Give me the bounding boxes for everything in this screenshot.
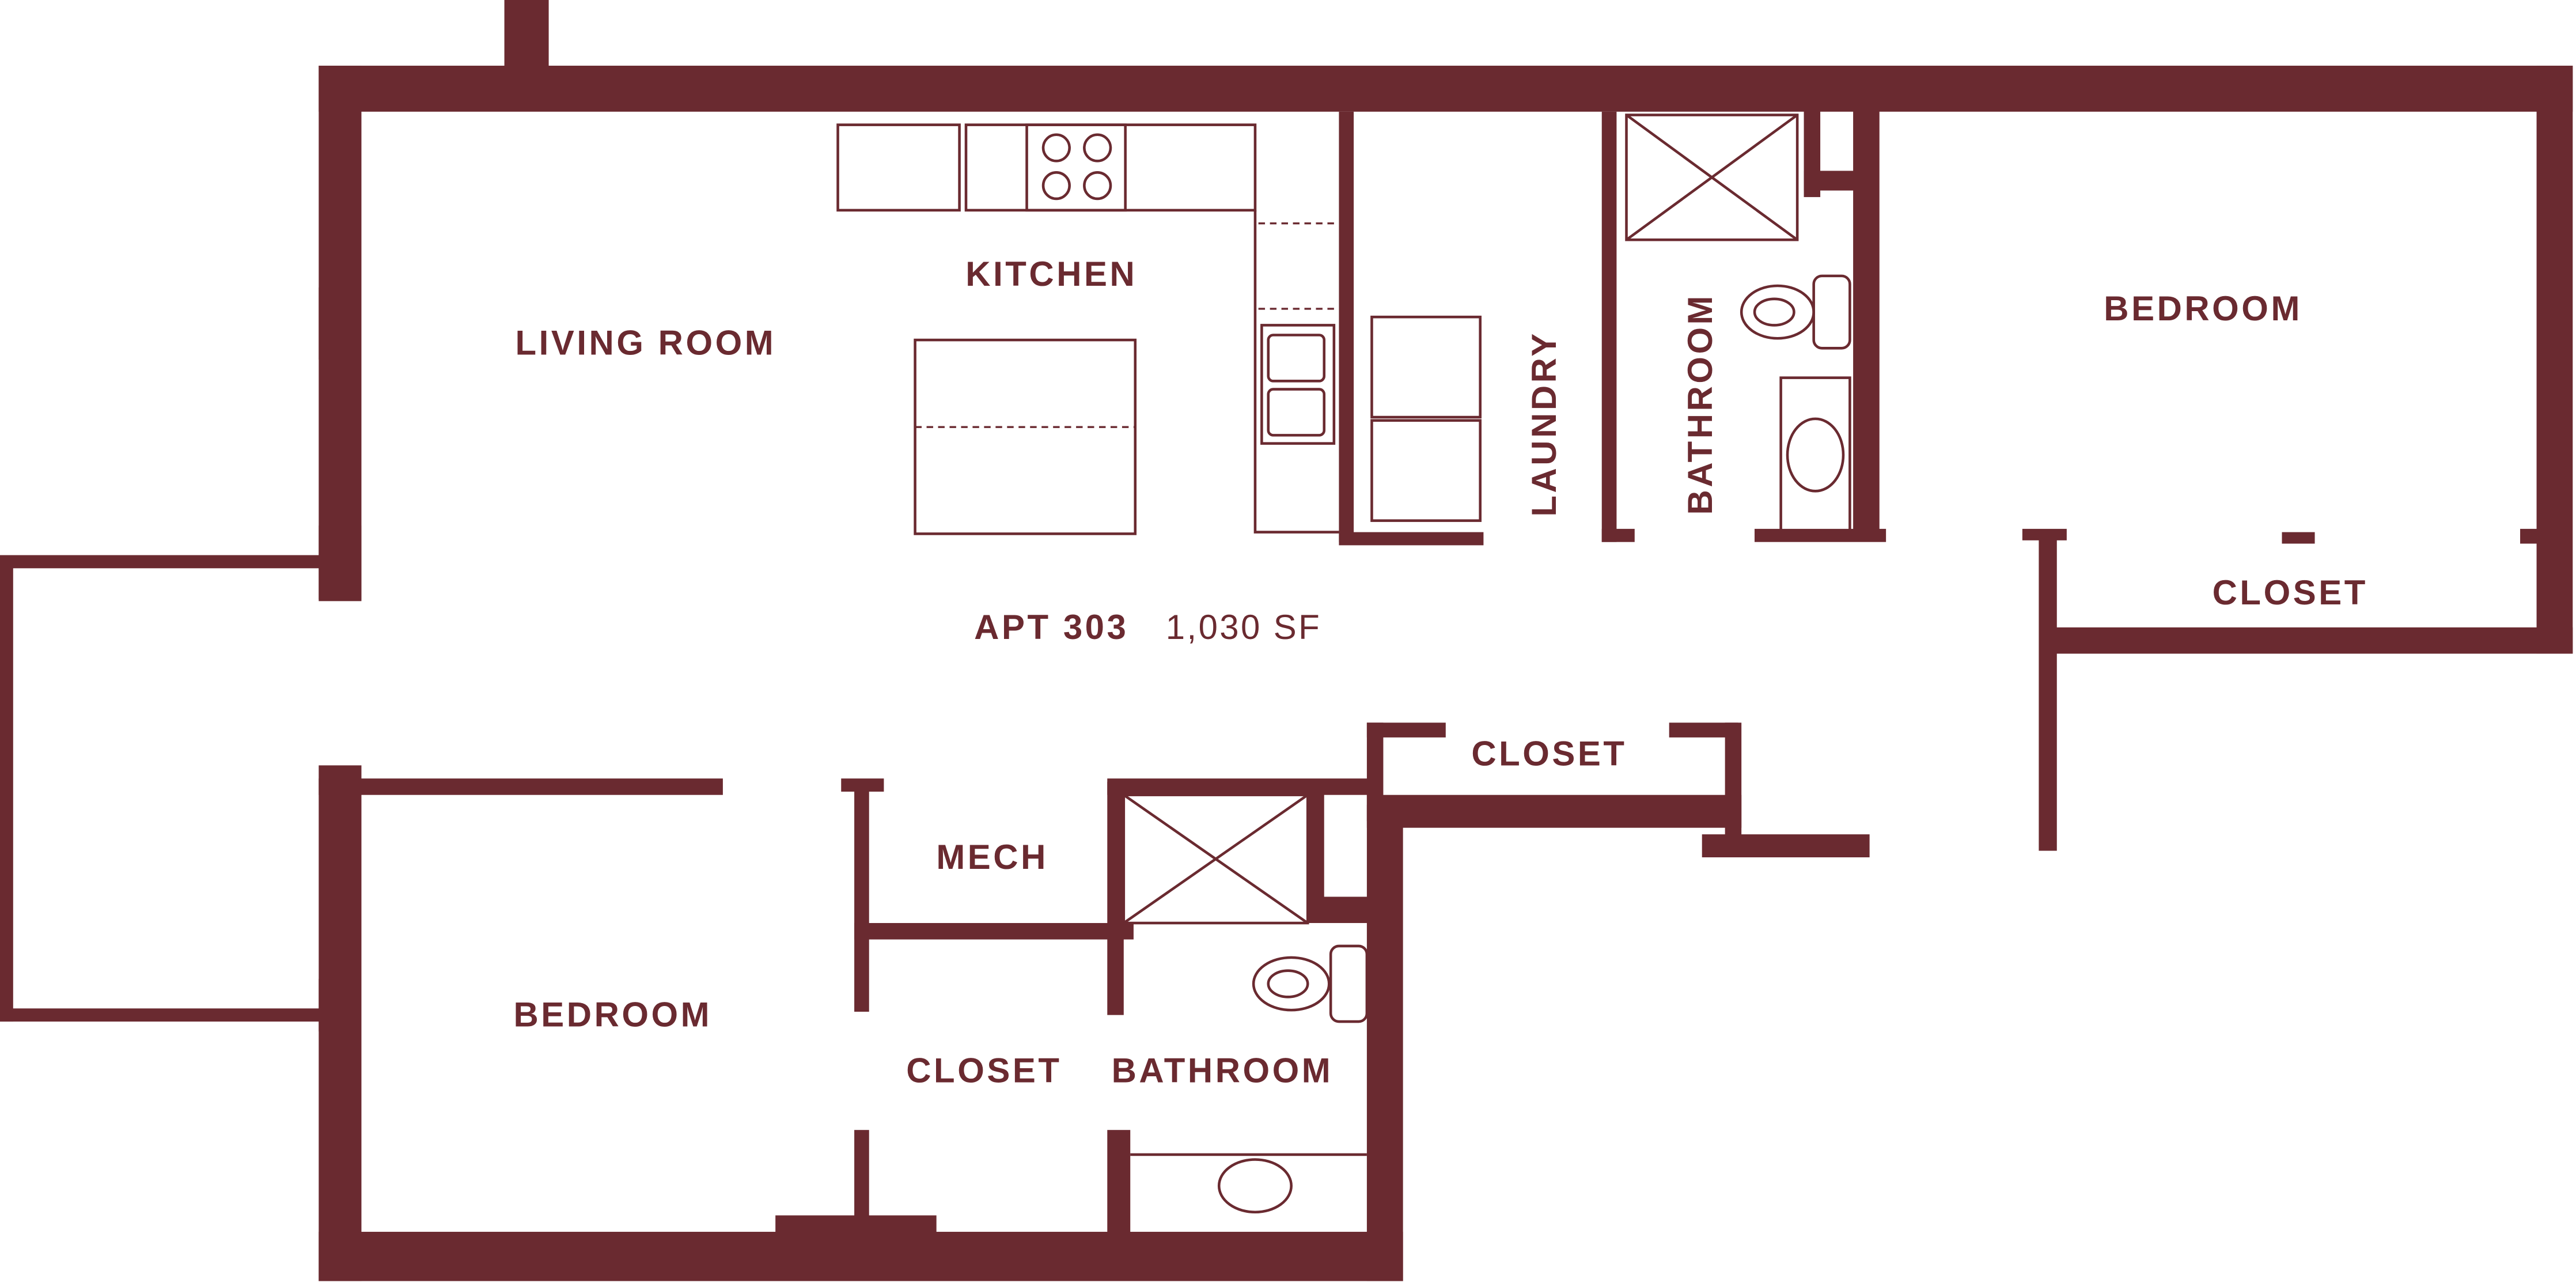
- unit-name: APT 303: [974, 608, 1128, 646]
- bath-bedroom-wall: [1853, 105, 1880, 539]
- unit-area: 1,030 SF: [1166, 608, 1321, 646]
- chimney-wall: [504, 0, 549, 74]
- room-label-closet-west: CLOSET: [906, 1052, 1062, 1090]
- room-label-bathroom-south: BATHROOM: [1112, 1052, 1334, 1090]
- washer-dryer-icon: [1370, 315, 1482, 522]
- room-labels: LIVING ROOM KITCHEN LAUNDRY BATHROOM BED…: [514, 255, 2368, 1090]
- top-exterior-wall: [319, 66, 2573, 112]
- room-label-bedroom-east: BEDROOM: [2104, 289, 2302, 328]
- closet-left-lower-wall: [854, 1130, 869, 1235]
- room-label-mech: MECH: [936, 838, 1048, 876]
- hall-closet-top-left: [1366, 723, 1446, 737]
- bath-left-lower-wall: [1107, 1130, 1131, 1235]
- room-label-bathroom-north: BATHROOM: [1681, 293, 1719, 515]
- room-label-bedroom-west: BEDROOM: [514, 996, 713, 1034]
- room-label-closet-hall: CLOSET: [1471, 734, 1627, 773]
- shower-icon: [1625, 114, 1799, 241]
- west-bedroom-top-wall: [319, 778, 723, 795]
- bathroom-sink-icon: [1779, 376, 1851, 534]
- balcony-left-wall: [0, 555, 13, 1022]
- stove-icon: [1025, 123, 1127, 212]
- room-label-laundry: LAUNDRY: [1525, 331, 1563, 516]
- south-bath-niche-cap: [1308, 897, 1374, 924]
- balcony-top-wall: [0, 555, 329, 569]
- east-bedroom-bottom-wall: [2043, 627, 2573, 654]
- mech-left-wall: [854, 781, 869, 1012]
- counter-return: [1253, 210, 1339, 534]
- counter-left: [836, 123, 961, 212]
- balcony-jog: [319, 525, 362, 602]
- kitchen-sink-icon: [1260, 324, 1336, 445]
- mech-top-stub: [841, 778, 884, 792]
- east-closet-door-stop: [2282, 532, 2315, 544]
- left-wall-jog-2: [319, 978, 339, 1032]
- laundry-bottom-wall: [1339, 532, 1484, 546]
- bath-niche-cap: [1804, 171, 1860, 191]
- bottom-exterior-wall: [319, 1231, 1403, 1281]
- room-label-kitchen: KITCHEN: [965, 255, 1137, 293]
- east-closet-head: [2022, 528, 2067, 540]
- counter-right: [964, 123, 1257, 212]
- kitchen-laundry-wall: [1339, 111, 1354, 542]
- south-bath-east-wall: [1366, 804, 1403, 1281]
- left-wall-jog-1: [319, 287, 339, 360]
- south-bath-top-wall: [1107, 778, 1374, 795]
- east-exterior-wall: [2536, 66, 2573, 654]
- kitchen-island-icon: [914, 338, 1137, 535]
- toilet-icon: [1252, 944, 1369, 1023]
- east-closet-left-wall: [2039, 535, 2057, 851]
- hall-wall-stub: [1702, 834, 1870, 857]
- shower-icon: [1122, 793, 1309, 925]
- laundry-bath-wall: [1601, 111, 1617, 542]
- toilet-icon: [1740, 274, 1851, 350]
- fixtures: [836, 114, 1851, 1214]
- balcony-bottom-wall: [0, 1008, 329, 1022]
- room-label-living-room: LIVING ROOM: [516, 324, 776, 362]
- bathroom-sink-icon: [1130, 1153, 1367, 1214]
- laundry-bath-stub: [1601, 528, 1635, 542]
- hall-closet-bottom-wall: [1366, 795, 1742, 828]
- mech-bottom-wall: [854, 923, 1134, 940]
- closet-right-wall: [1107, 781, 1124, 1015]
- east-closet-head-right: [2520, 528, 2540, 544]
- room-label-closet-east: CLOSET: [2213, 573, 2368, 612]
